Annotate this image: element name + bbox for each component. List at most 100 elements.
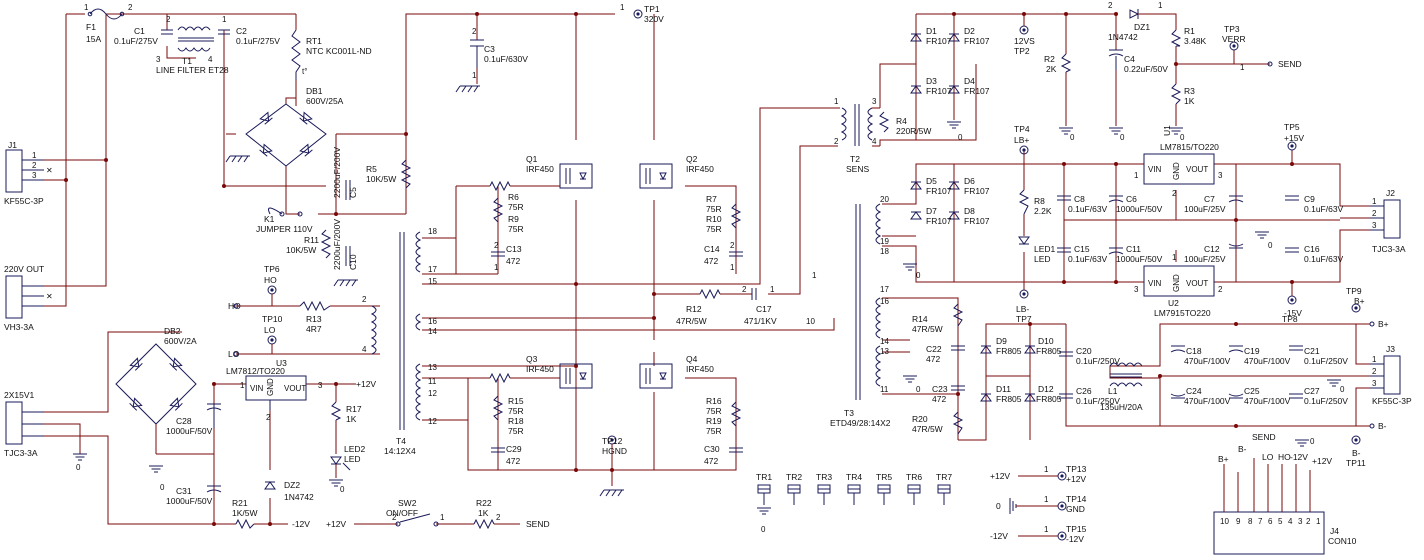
svg-text:1: 1 [834,97,839,106]
q2-ref: Q2 [686,154,698,164]
resistor-r8: R8 2.2K [1018,189,1052,216]
svg-text:16: 16 [428,317,437,326]
svg-text:8: 8 [1248,517,1253,526]
capacitor-c29: C29 472 [491,444,522,466]
svg-text:3: 3 [32,171,37,180]
c18-value: 470uF/100V [1184,356,1231,366]
led1-ref: LED1 [1034,244,1056,254]
f1-ref: F1 [86,22,96,32]
tp7-value: LB- [1016,304,1029,314]
c15-value: 0.1uF/63V [1068,254,1108,264]
net-p12-sw: +12V [326,519,346,529]
r16-ref: R16 [706,396,722,406]
net-m12-tp15: -12V [990,531,1008,541]
bridge-db1: DB1 600V/25A [225,86,344,167]
svg-text:GND: GND [1172,162,1181,180]
resistor-r13: R13 4R7 [299,300,331,334]
svg-text:6: 6 [1268,517,1273,526]
r19-ref: R19 [706,416,722,426]
net-p12-tp13: +12V [990,471,1010,481]
r8-ref: R8 [1034,196,1045,206]
svg-text:3: 3 [1134,285,1139,294]
mosfet-q3: Q3 IRF450 [526,354,593,389]
r17-value: 1K [346,414,357,424]
svg-text:17: 17 [880,285,889,294]
snubber-r12-c17: R12 47R/5W C17 471/1KV [676,288,777,326]
svg-text:3: 3 [872,97,877,106]
net-bm: B- [1378,421,1387,431]
svg-text:3: 3 [318,381,323,390]
net-m12-a: -12V [292,519,310,529]
q3-ref: Q3 [526,354,538,364]
svg-text:4: 4 [208,55,213,64]
svg-text:17: 17 [428,265,437,274]
c14-value: 472 [704,256,718,266]
c7-ref: C7 [1204,194,1215,204]
dz1-ref: DZ1 [1134,22,1150,32]
c27-value: 0.1uF/250V [1304,396,1348,406]
r18-ref: R18 [508,416,524,426]
c7-value: 100uF/25V [1184,204,1226,214]
r21-ref: R21 [232,498,248,508]
f1-value: 15A [86,34,101,44]
r1-value: 3.48K [1184,36,1207,46]
c19-value: 470uF/100V [1244,356,1291,366]
c3-ref: C3 [484,44,495,54]
junctions [64,12,1294,526]
j4-sig-ho: HO [1278,452,1291,462]
testpoint-tp9: TP9 B+ [1346,286,1365,313]
svg-text:18: 18 [428,227,437,236]
c5-value: 2200uF/200V [332,147,342,198]
testpoint-tp2: 12VS TP2 [1014,25,1035,56]
capacitor-c21: C21 0.1uF/250V [1289,345,1348,366]
db2-value: 600V/2A [164,336,197,346]
svg-text:0: 0 [761,525,766,534]
capacitor-c28: C28 1000uF/50V [166,403,222,436]
resistor-r14: R14 47R/5W [912,303,964,334]
svg-text:4: 4 [362,345,367,354]
r2-value: 2K [1046,64,1057,74]
tp12-value: HGND [602,446,627,456]
capacitor-c1: C1 0.1uF/275V [114,26,173,46]
tp5-value: +15V [1284,133,1304,143]
d4-value: FR107 [964,86,990,96]
dz2-ref: DZ2 [284,480,300,490]
capacitor-c30: C30 472 [704,444,743,466]
d3-ref: D3 [926,76,937,86]
svg-text:1: 1 [222,15,227,24]
svg-text:2: 2 [742,285,747,294]
k1-ref: K1 [264,214,275,224]
svg-text:VOUT: VOUT [1186,165,1208,174]
q1-ref: Q1 [526,154,538,164]
r3-value: 1K [1184,96,1195,106]
d11-ref: D11 [996,384,1011,394]
r13-value: 4R7 [306,324,322,334]
c2-ref: C2 [236,26,247,36]
svg-text:1: 1 [770,285,775,294]
svg-text:2: 2 [730,241,735,250]
svg-text:3: 3 [1372,221,1377,230]
svg-text:VIN: VIN [1148,279,1162,288]
bp-terminal [1369,321,1375,327]
tr3-label: TR3 [816,472,832,482]
svg-text:GND: GND [266,378,275,396]
r10-value: 75R [706,224,722,234]
c9-ref: C9 [1304,194,1315,204]
d5-value: FR107 [926,186,952,196]
d8-ref: D8 [964,206,975,216]
c30-value: 472 [704,456,718,466]
resistor-r6-r9: R6 75R R9 75R [489,180,524,234]
svg-text:0: 0 [1310,437,1315,446]
tp3-ref: TP3 [1224,24,1240,34]
svg-text:0: 0 [1070,133,1075,142]
c13-ref: C13 [506,244,522,254]
connector-j4: 10 9 8 7 6 5 4 3 2 1 J4 CON10 B+ B- SEND… [1213,432,1357,555]
svg-text:VIN: VIN [1148,165,1162,174]
svg-text:5: 5 [1278,517,1283,526]
tp5-ref: TP5 [1284,122,1300,132]
capacitor-c18: C18 470uF/100V [1170,345,1231,366]
j4-sig-p12: +12V [1312,456,1332,466]
